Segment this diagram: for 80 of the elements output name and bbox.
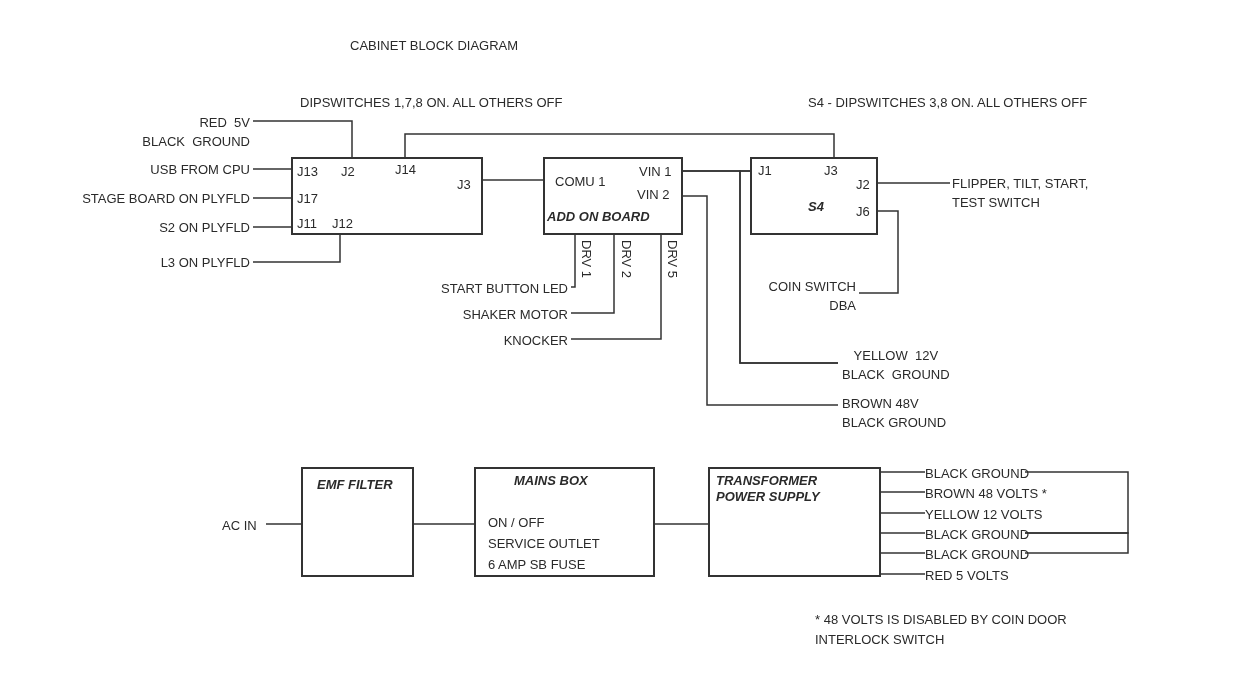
connector-line xyxy=(1024,532,1129,554)
connector-line xyxy=(413,523,475,525)
wire-label: BROWN 48 VOLTS * xyxy=(925,485,1047,503)
connector-line xyxy=(877,182,951,184)
connector-line xyxy=(682,195,839,406)
pin-label: ON / OFF xyxy=(488,515,545,532)
connector-line xyxy=(252,197,292,199)
pin-label: J12 xyxy=(332,216,353,233)
pin-label: COMU 1 xyxy=(555,174,606,191)
wire-label: BLACK GROUND xyxy=(142,133,250,151)
connector-line xyxy=(570,234,662,340)
pin-label: J13 xyxy=(297,164,318,181)
mains-box xyxy=(474,467,655,577)
connector-line xyxy=(880,552,926,554)
pin-label: SERVICE OUTLET xyxy=(488,536,600,553)
box-title: ADD ON BOARD xyxy=(547,209,650,226)
connector-line xyxy=(265,523,302,525)
pin-label: J11 xyxy=(297,216,317,233)
note-text: DIPSWITCHES 1,7,8 ON. ALL OTHERS OFF xyxy=(300,94,563,112)
emf-filter-box xyxy=(301,467,414,577)
wire-label: DBA xyxy=(828,297,856,315)
wire-label: SHAKER MOTOR xyxy=(462,306,568,324)
wire-label: BROWN 48V xyxy=(842,395,920,413)
wire-label: FLIPPER, TILT, START, TEST SWITCH xyxy=(952,175,1090,212)
connector-line xyxy=(252,234,341,263)
pin-label: J17 xyxy=(297,191,318,208)
pin-label: J3 xyxy=(824,163,838,180)
wire-label: L3 ON PLYFLD xyxy=(160,254,250,272)
connector-line xyxy=(252,226,292,228)
diagram-title: CABINET BLOCK DIAGRAM xyxy=(350,37,519,55)
wire-label: YELLOW 12 VOLTS xyxy=(925,506,1043,524)
edge-label: DRV 1 xyxy=(580,240,593,279)
connector-line xyxy=(682,170,839,364)
pin-label: VIN 1 xyxy=(639,164,672,181)
box-title: TRANSFORMER POWER SUPPLY xyxy=(716,473,822,506)
connector-line xyxy=(880,471,926,473)
connector-line xyxy=(654,523,709,525)
wire-label: S2 ON PLYFLD xyxy=(159,219,250,237)
box-title: MAINS BOX xyxy=(514,473,588,490)
connector-line xyxy=(858,210,899,294)
wire-label: COIN SWITCH xyxy=(768,278,856,296)
pin-label: 6 AMP SB FUSE xyxy=(488,557,586,574)
edge-label: DRV 2 xyxy=(620,240,633,279)
wire-label: STAGE BOARD ON PLYFLD xyxy=(82,190,250,208)
wire-label: RED 5 VOLTS xyxy=(925,567,1009,585)
connector-line xyxy=(880,512,926,514)
connector-line xyxy=(880,573,926,575)
connector-line xyxy=(482,179,544,181)
connector-line xyxy=(570,234,576,288)
pin-label: J1 xyxy=(758,163,772,180)
note-text: * 48 VOLTS IS DISABLED BY COIN DOOR INTERLOCK SWITCH xyxy=(815,611,1068,649)
connector-line xyxy=(404,133,835,158)
wire-label: AC IN xyxy=(222,517,257,535)
connector-line xyxy=(570,234,615,314)
connector-line xyxy=(1024,471,1129,534)
connector-line xyxy=(880,532,926,534)
pin-label: J2 xyxy=(341,164,355,181)
connector-line xyxy=(252,168,292,170)
wire-label: BLACK GROUND xyxy=(842,366,950,384)
box-title: S4 xyxy=(808,199,824,216)
pin-label: VIN 2 xyxy=(637,187,670,204)
wire-label: START BUTTON LED xyxy=(441,280,568,298)
note-text: S4 - DIPSWITCHES 3,8 ON. ALL OTHERS OFF xyxy=(808,94,1088,112)
controller-board-box xyxy=(291,157,483,235)
wire-label: RED 5V xyxy=(198,114,250,132)
pin-label: J6 xyxy=(856,204,870,221)
pin-label: J3 xyxy=(457,177,471,194)
power-supply-box xyxy=(708,467,881,577)
s4-board-box xyxy=(750,157,878,235)
box-title: EMF FILTER xyxy=(317,477,393,494)
wire-label: USB FROM CPU xyxy=(150,161,250,179)
connector-line xyxy=(880,491,926,493)
wire-label: YELLOW 12V xyxy=(852,347,940,365)
pin-label: J2 xyxy=(856,177,870,194)
edge-label: DRV 5 xyxy=(666,240,679,279)
connector-line xyxy=(252,120,353,158)
wire-label: KNOCKER xyxy=(503,332,568,350)
pin-label: J14 xyxy=(395,162,416,179)
wire-label: BLACK GROUND xyxy=(842,414,947,432)
add-on-board-box xyxy=(543,157,683,235)
